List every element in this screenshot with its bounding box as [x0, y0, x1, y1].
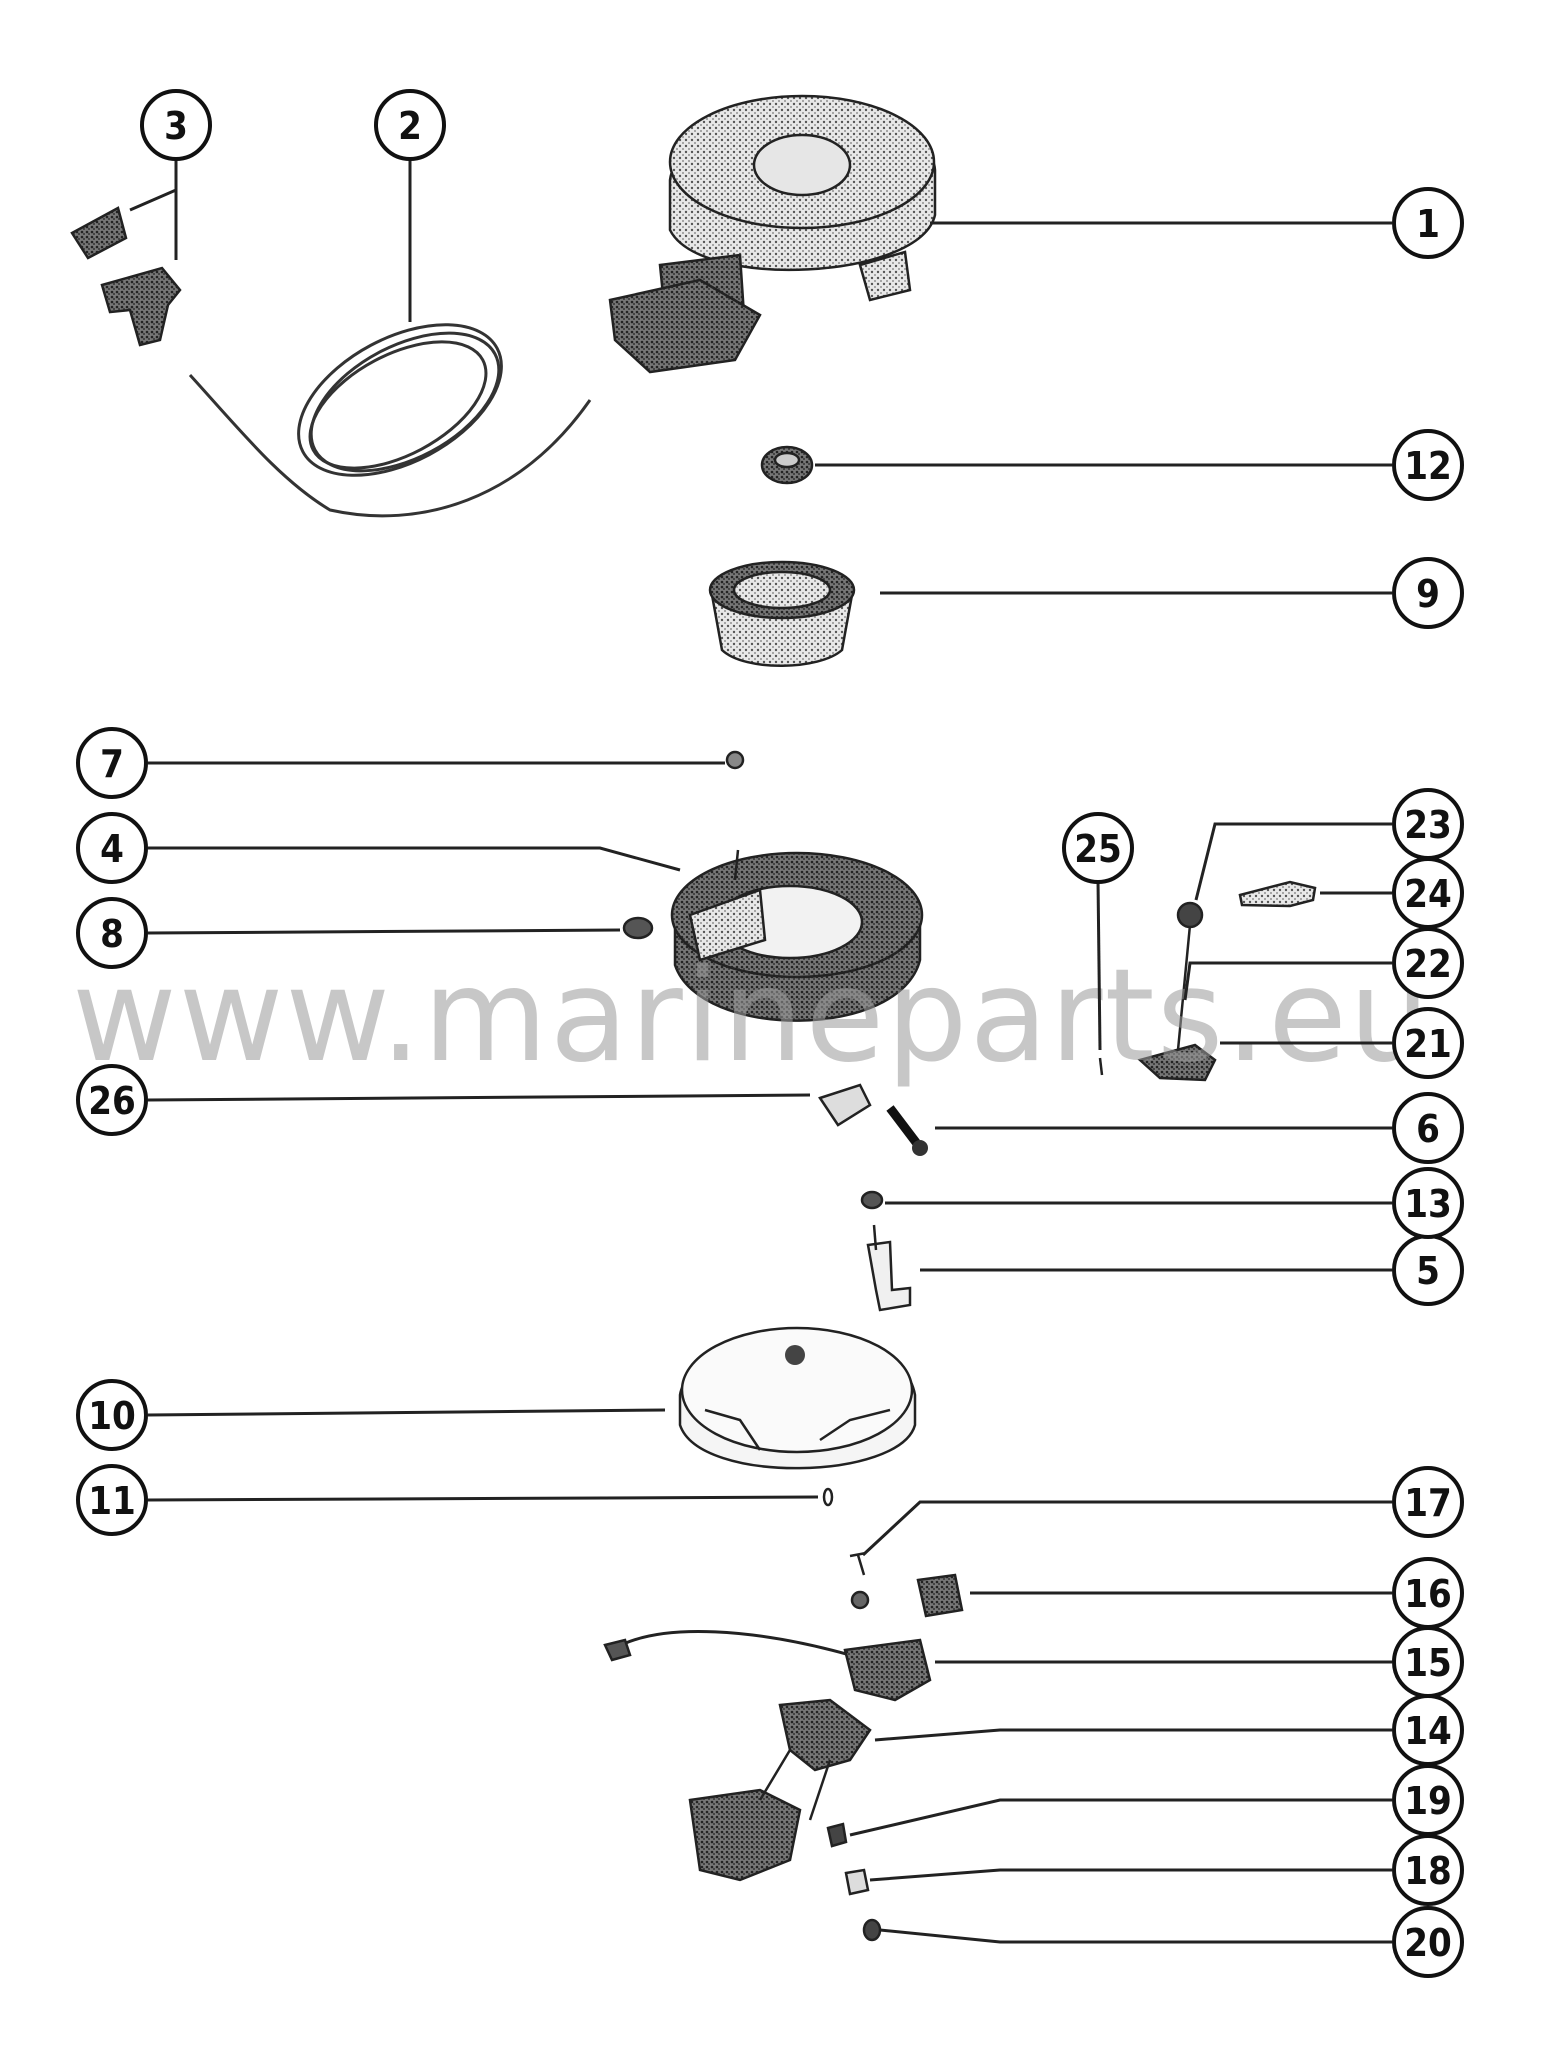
part-26-terminal — [818, 1083, 872, 1127]
part-12-nut — [760, 445, 814, 485]
callout-23-label: 23 — [1404, 803, 1452, 847]
part-9-pulley — [708, 560, 856, 667]
callout-7-label: 7 — [100, 742, 124, 786]
part-16-clamp — [916, 1573, 964, 1618]
callout-3-label: 3 — [164, 104, 188, 148]
callout-8: 8 — [76, 897, 148, 969]
part-13-nut — [860, 1190, 884, 1210]
callout-18: 18 — [1392, 1834, 1464, 1906]
callout-6: 6 — [1392, 1092, 1464, 1164]
callout-7: 7 — [76, 727, 148, 799]
part-17-screw — [849, 1551, 867, 1576]
callout-12-label: 12 — [1404, 444, 1452, 488]
callout-13-label: 13 — [1404, 1182, 1452, 1226]
callout-12: 12 — [1392, 429, 1464, 501]
callout-24-label: 24 — [1404, 872, 1452, 916]
callout-25: 25 — [1062, 812, 1134, 884]
part-7-nut — [725, 750, 745, 770]
part-4-flywheel — [670, 849, 924, 1022]
callout-26-label: 26 — [88, 1079, 136, 1123]
part-18-bushing — [844, 1868, 870, 1896]
part-25-pin — [1098, 1057, 1104, 1076]
callout-26: 26 — [76, 1064, 148, 1136]
callout-15: 15 — [1392, 1626, 1464, 1698]
part-22-wire — [1176, 924, 1192, 1051]
callout-3: 3 — [140, 89, 212, 161]
callout-8-label: 8 — [100, 912, 124, 956]
callout-5-label: 5 — [1416, 1249, 1440, 1293]
callout-22-label: 22 — [1404, 942, 1452, 986]
part-6-screw — [886, 1105, 928, 1156]
callout-21: 21 — [1392, 1007, 1464, 1079]
callout-24: 24 — [1392, 857, 1464, 929]
callout-11: 11 — [76, 1464, 148, 1536]
callout-17-label: 17 — [1404, 1481, 1452, 1525]
part-8-washer — [622, 916, 654, 940]
callout-10: 10 — [76, 1379, 148, 1451]
callout-23: 23 — [1392, 788, 1464, 860]
callout-14: 14 — [1392, 1694, 1464, 1766]
callout-17: 17 — [1392, 1466, 1464, 1538]
callout-19-label: 19 — [1404, 1779, 1452, 1823]
callout-1-label: 1 — [1416, 202, 1440, 246]
callout-14-label: 14 — [1404, 1709, 1452, 1753]
callout-2-label: 2 — [398, 104, 422, 148]
callout-11-label: 11 — [88, 1479, 136, 1523]
callout-25-label: 25 — [1074, 827, 1122, 871]
callout-19: 19 — [1392, 1764, 1464, 1836]
part-11-washer — [822, 1487, 834, 1507]
watermark-text: www.marineparts.eu — [72, 942, 1432, 1091]
part-2-starter-rope — [188, 323, 592, 518]
callout-21-label: 21 — [1404, 1022, 1452, 1066]
part-15-coil — [603, 1590, 932, 1702]
part-14-bracket — [688, 1698, 872, 1882]
callout-16: 16 — [1392, 1557, 1464, 1629]
callout-10-label: 10 — [88, 1394, 136, 1438]
part-23-connector — [1176, 901, 1204, 929]
callout-4-label: 4 — [100, 827, 124, 871]
part-1-recoil-starter — [608, 94, 937, 374]
callout-9-label: 9 — [1416, 572, 1440, 616]
part-19-spring — [826, 1822, 848, 1848]
callout-9: 9 — [1392, 557, 1464, 629]
part-24-plug-cap — [1238, 880, 1317, 908]
callout-20-label: 20 — [1404, 1921, 1452, 1965]
callout-2: 2 — [374, 89, 446, 161]
leader-lines — [129, 150, 1392, 1944]
callout-13: 13 — [1392, 1167, 1464, 1239]
callout-4: 4 — [76, 812, 148, 884]
callout-6-label: 6 — [1416, 1107, 1440, 1151]
part-5-bracket — [866, 1224, 912, 1312]
part-3-starter-handle — [70, 206, 182, 347]
part-21-bracket — [1137, 1043, 1217, 1082]
part-10-stator-plate — [678, 1326, 917, 1470]
callout-16-label: 16 — [1404, 1572, 1452, 1616]
callout-20: 20 — [1392, 1906, 1464, 1978]
callout-22: 22 — [1392, 927, 1464, 999]
callout-5: 5 — [1392, 1234, 1464, 1306]
part-20-washer — [862, 1918, 882, 1942]
callout-18-label: 18 — [1404, 1849, 1452, 1893]
callout-1: 1 — [1392, 187, 1464, 259]
callout-15-label: 15 — [1404, 1641, 1452, 1685]
